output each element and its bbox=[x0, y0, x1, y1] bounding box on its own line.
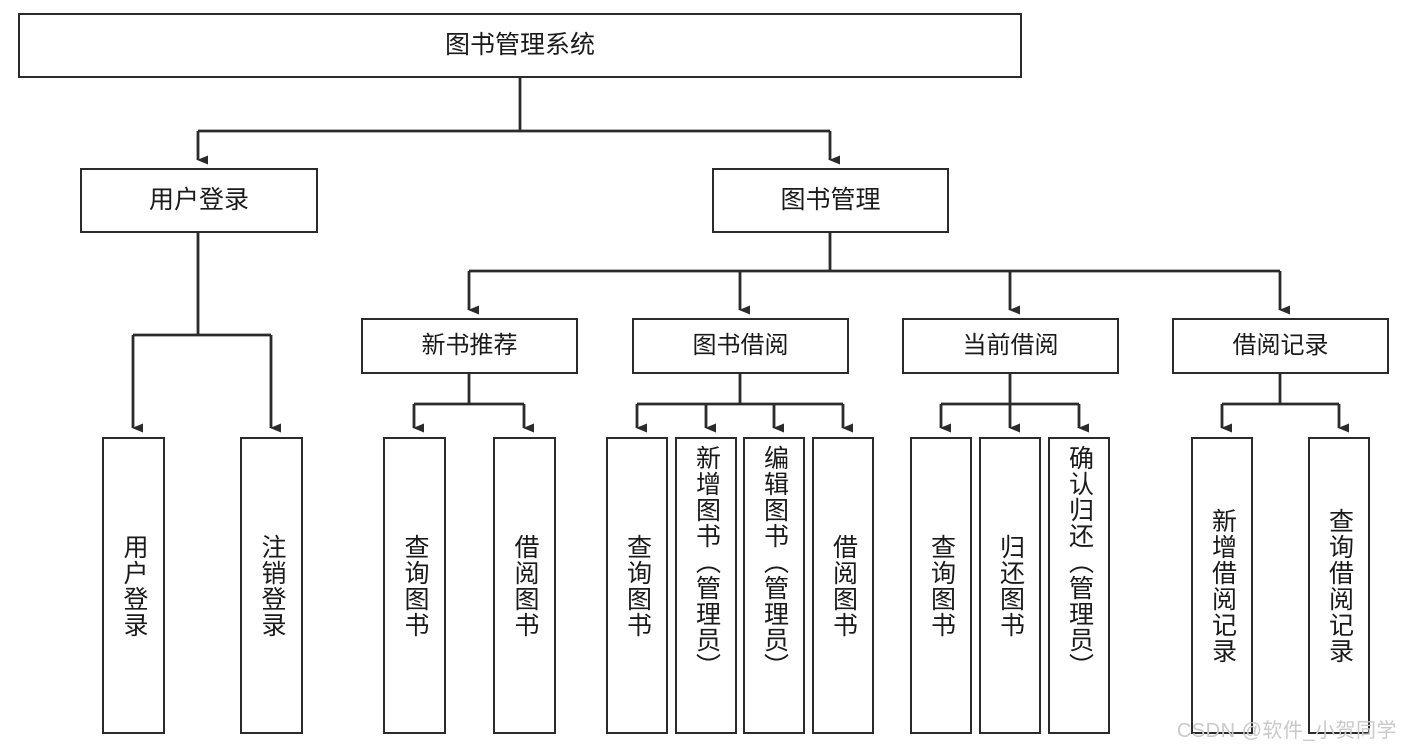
node-label: 新书推荐 bbox=[421, 332, 518, 359]
node-label: 确认归还（管理员） bbox=[1065, 445, 1094, 679]
node-book-management[interactable]: 图书管理 bbox=[712, 168, 949, 233]
node-label: 图书管理 bbox=[780, 185, 881, 214]
node-book-borrow[interactable]: 图书借阅 bbox=[632, 318, 849, 374]
node-user-login[interactable]: 用户登录 bbox=[80, 168, 318, 233]
node-label: 新增图书（管理员） bbox=[692, 445, 721, 679]
node-label: 借阅图书 bbox=[829, 533, 858, 638]
node-leaf-record-query-record[interactable]: 查询借阅记录 bbox=[1308, 437, 1370, 734]
node-leaf-borrow-query-book[interactable]: 查询图书 bbox=[606, 437, 668, 734]
node-leaf-logout-login[interactable]: 注销登录 bbox=[240, 437, 303, 734]
node-label: 注销登录 bbox=[258, 533, 286, 638]
node-label: 新增借阅记录 bbox=[1208, 507, 1237, 664]
node-label: 图书借阅 bbox=[692, 332, 789, 359]
node-label: 用户登录 bbox=[120, 533, 148, 638]
node-label: 图书管理系统 bbox=[444, 30, 595, 59]
node-borrow-record[interactable]: 借阅记录 bbox=[1172, 318, 1389, 374]
node-label: 借阅记录 bbox=[1232, 332, 1329, 359]
node-leaf-recommend-borrow-book[interactable]: 借阅图书 bbox=[493, 437, 556, 734]
node-label: 用户登录 bbox=[148, 185, 249, 214]
node-root-book-management-system[interactable]: 图书管理系统 bbox=[18, 13, 1022, 78]
node-leaf-current-confirm-return[interactable]: 确认归还（管理员） bbox=[1048, 437, 1110, 734]
node-label: 查询图书 bbox=[623, 533, 652, 638]
node-leaf-borrow-borrow-book[interactable]: 借阅图书 bbox=[812, 437, 874, 734]
node-label: 归还图书 bbox=[996, 533, 1025, 638]
node-current-borrow[interactable]: 当前借阅 bbox=[902, 318, 1119, 374]
node-label: 查询借阅记录 bbox=[1325, 507, 1354, 664]
node-leaf-user-login[interactable]: 用户登录 bbox=[102, 437, 165, 734]
node-leaf-record-add-record[interactable]: 新增借阅记录 bbox=[1191, 437, 1253, 734]
node-leaf-current-query-book[interactable]: 查询图书 bbox=[910, 437, 972, 734]
csdn-watermark: CSDN @软件_小贺同学 bbox=[1176, 720, 1397, 742]
node-leaf-current-return-book[interactable]: 归还图书 bbox=[979, 437, 1041, 734]
node-leaf-borrow-edit-book[interactable]: 编辑图书（管理员） bbox=[743, 437, 805, 734]
node-label: 查询图书 bbox=[927, 533, 956, 638]
node-label: 查询图书 bbox=[401, 533, 429, 638]
node-label: 借阅图书 bbox=[511, 533, 539, 638]
node-label: 编辑图书（管理员） bbox=[760, 445, 789, 679]
node-new-book-recommend[interactable]: 新书推荐 bbox=[361, 318, 578, 374]
node-leaf-borrow-add-book[interactable]: 新增图书（管理员） bbox=[675, 437, 737, 734]
node-label: 当前借阅 bbox=[962, 332, 1059, 359]
node-leaf-recommend-query-book[interactable]: 查询图书 bbox=[383, 437, 446, 734]
